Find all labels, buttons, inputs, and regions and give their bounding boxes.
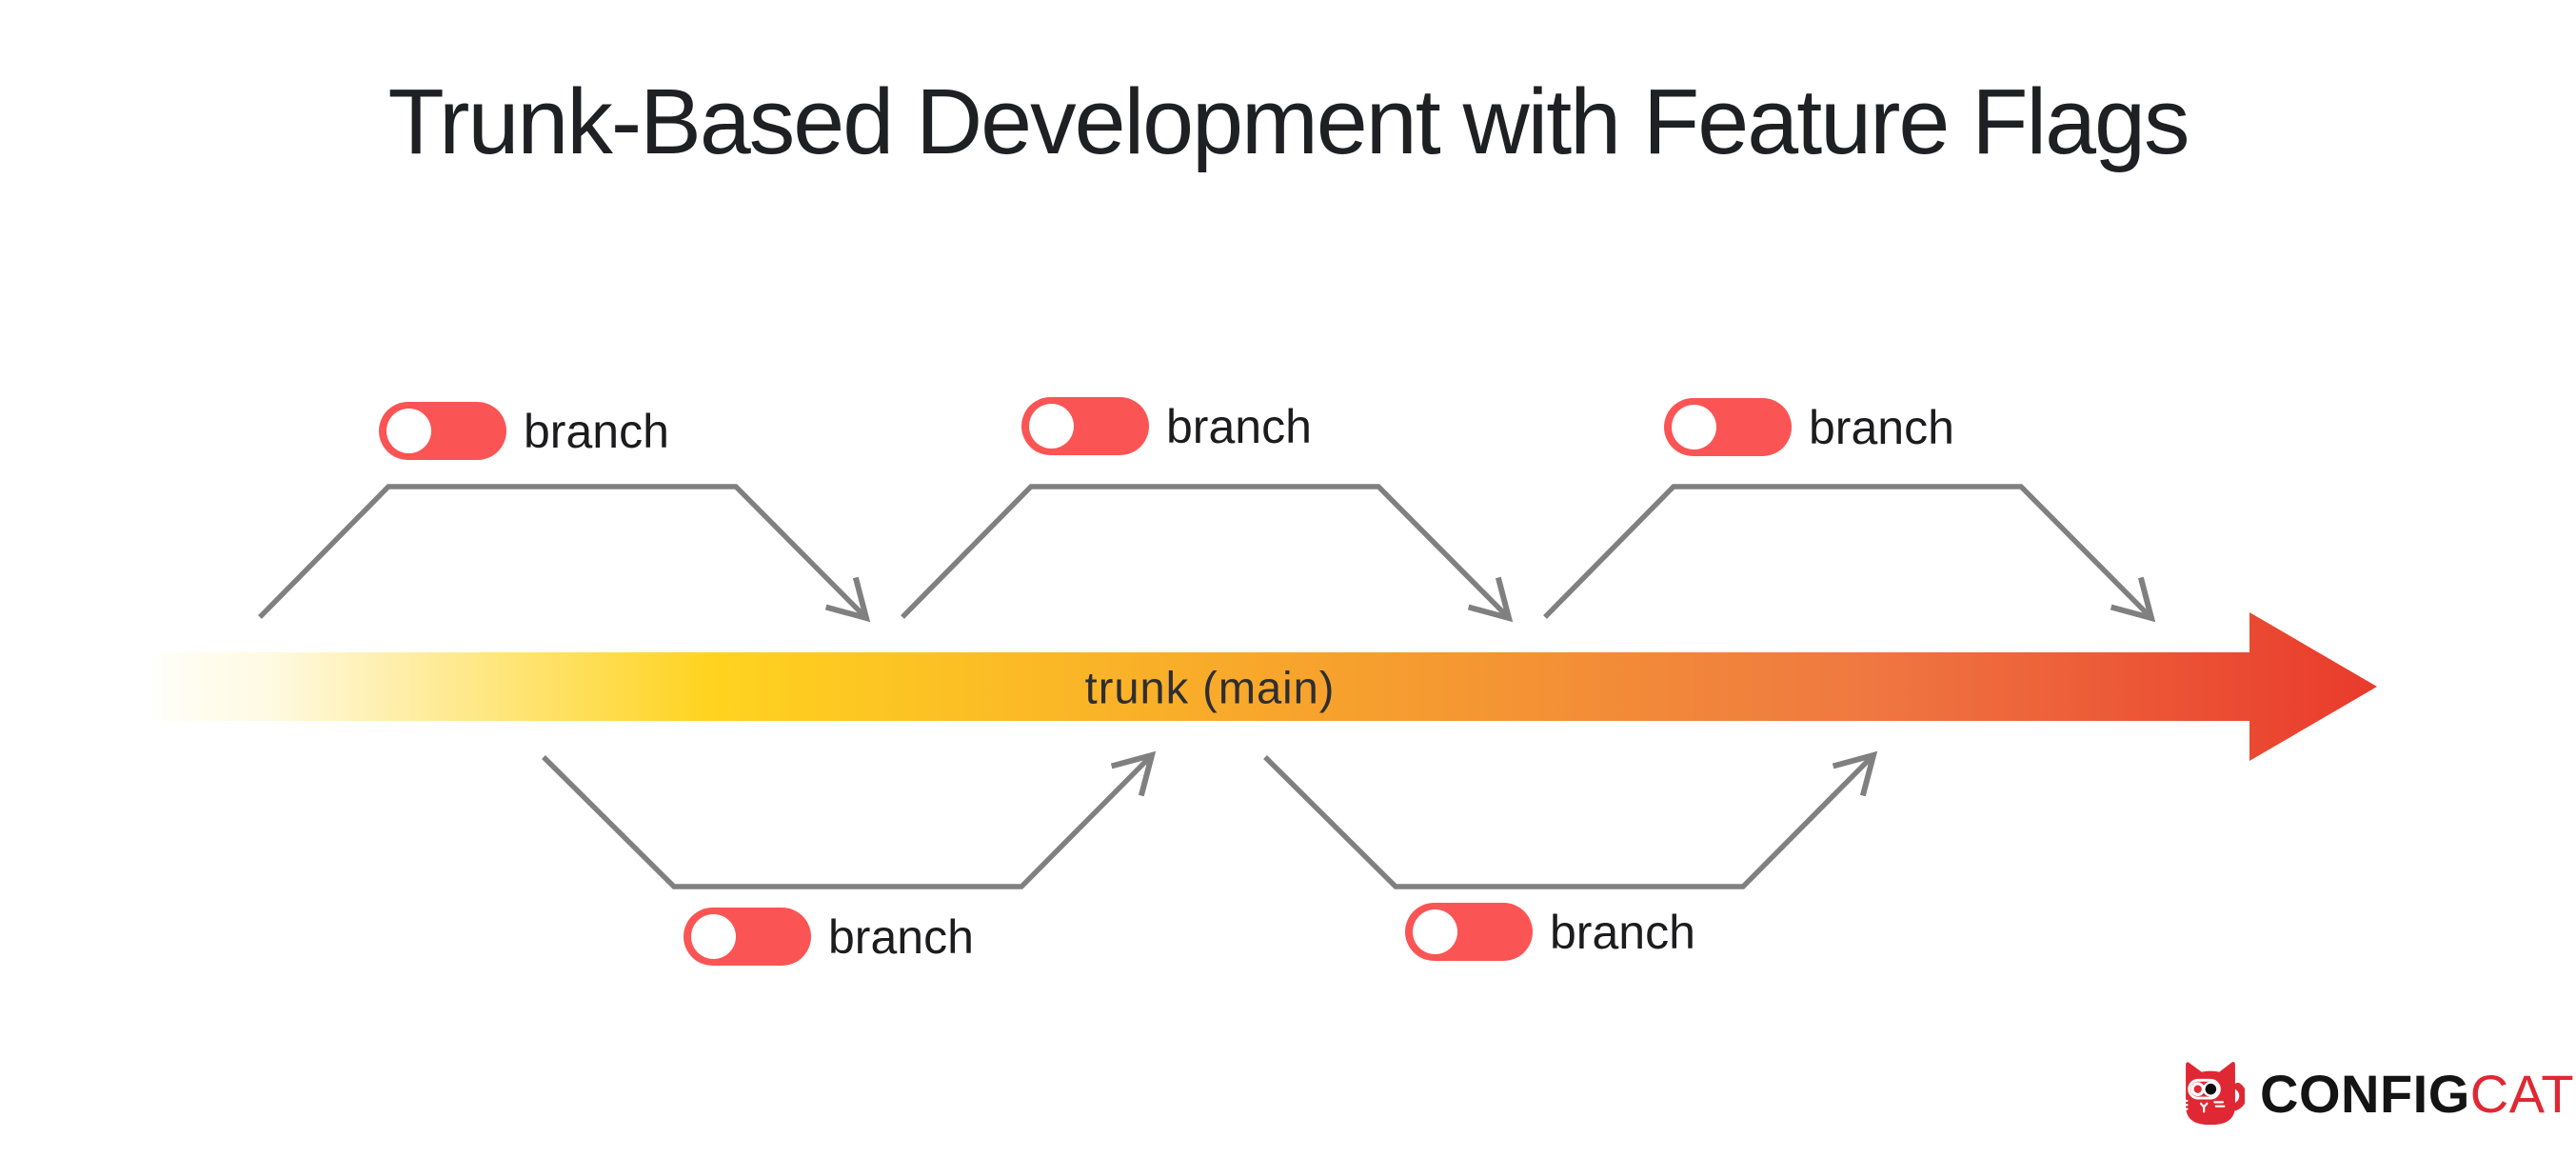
- toggle-knob: [386, 409, 431, 453]
- branch-label: branch: [1166, 399, 1312, 453]
- feature-flag-toggle[interactable]: [1405, 903, 1533, 961]
- configcat-logo: CONFIGCAT: [2176, 1059, 2574, 1128]
- configcat-wordmark: CONFIGCAT: [2260, 1063, 2574, 1125]
- branch-arrow-bottom-2: [1263, 750, 1878, 889]
- page-title: Trunk-Based Development with Feature Fla…: [387, 70, 2190, 173]
- branch-arrow-top-1: [258, 484, 871, 623]
- toggle-knob: [1413, 909, 1457, 954]
- logo-text-config: CONFIG: [2260, 1063, 2470, 1124]
- branch-group-bottom-2: branch: [1405, 903, 1695, 961]
- toggle-knob: [1672, 405, 1716, 449]
- branch-arrow-top-2: [901, 484, 1514, 623]
- toggle-knob: [691, 914, 736, 959]
- trunk-label: trunk (main): [1084, 662, 1336, 713]
- branch-group-bottom-1: branch: [684, 908, 974, 966]
- configcat-cat-icon: [2176, 1061, 2245, 1126]
- branch-label: branch: [828, 909, 974, 964]
- logo-text-cat: CAT: [2469, 1063, 2575, 1124]
- branch-label: branch: [524, 404, 669, 458]
- toggle-knob: [1029, 404, 1074, 449]
- branch-group-top-2: branch: [1021, 397, 1312, 455]
- branch-arrow-top-3: [1543, 484, 2156, 623]
- trunk-arrow: [155, 612, 2377, 761]
- feature-flag-toggle[interactable]: [684, 908, 811, 966]
- branch-group-top-3: branch: [1664, 398, 1954, 456]
- feature-flag-toggle[interactable]: [1664, 398, 1792, 456]
- branch-label: branch: [1550, 905, 1695, 959]
- feature-flag-toggle[interactable]: [379, 402, 506, 460]
- branch-arrow-bottom-1: [542, 750, 1157, 889]
- branch-group-top-1: branch: [379, 402, 669, 460]
- branch-label: branch: [1809, 400, 1954, 454]
- feature-flag-toggle[interactable]: [1021, 397, 1149, 455]
